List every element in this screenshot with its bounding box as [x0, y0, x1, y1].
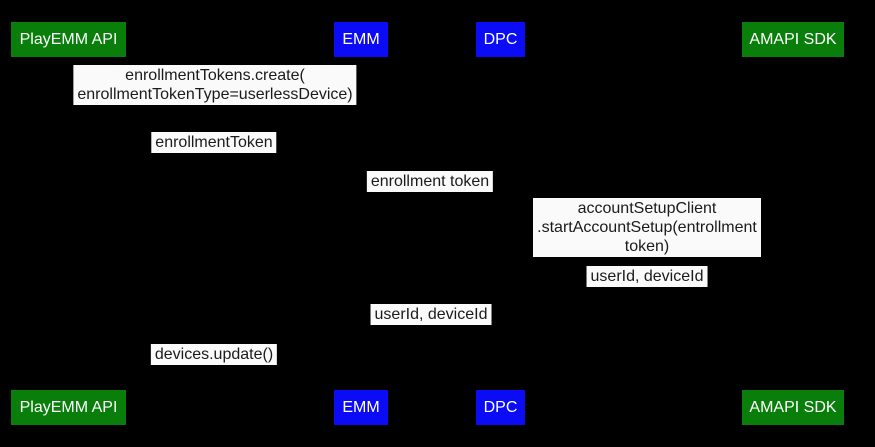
message-label-enrollment-token-return: enrollmentToken: [151, 132, 277, 153]
message-label-devices-update: devices.update(): [150, 344, 278, 365]
actor-playemm-api-top: PlayEMM API: [11, 22, 126, 57]
actor-amapi-sdk-top: AMAPI SDK: [742, 22, 844, 57]
actor-amapi-sdk-bottom: AMAPI SDK: [742, 390, 844, 425]
actor-emm-top: EMM: [334, 22, 388, 57]
message-label-enrollment-tokens-create: enrollmentTokens.create( enrollmentToken…: [73, 65, 357, 105]
message-label-enrollment-token: enrollment token: [366, 171, 494, 192]
actor-dpc-top: DPC: [476, 22, 525, 57]
actor-playemm-api-bottom: PlayEMM API: [11, 390, 126, 425]
message-label-userid-deviceid-2: userId, deviceId: [370, 304, 492, 325]
actor-emm-bottom: EMM: [334, 390, 388, 425]
actor-dpc-bottom: DPC: [476, 390, 525, 425]
message-label-userid-deviceid-1: userId, deviceId: [586, 266, 708, 287]
message-label-start-account-setup: accountSetupClient .startAccountSetup(en…: [533, 198, 761, 257]
